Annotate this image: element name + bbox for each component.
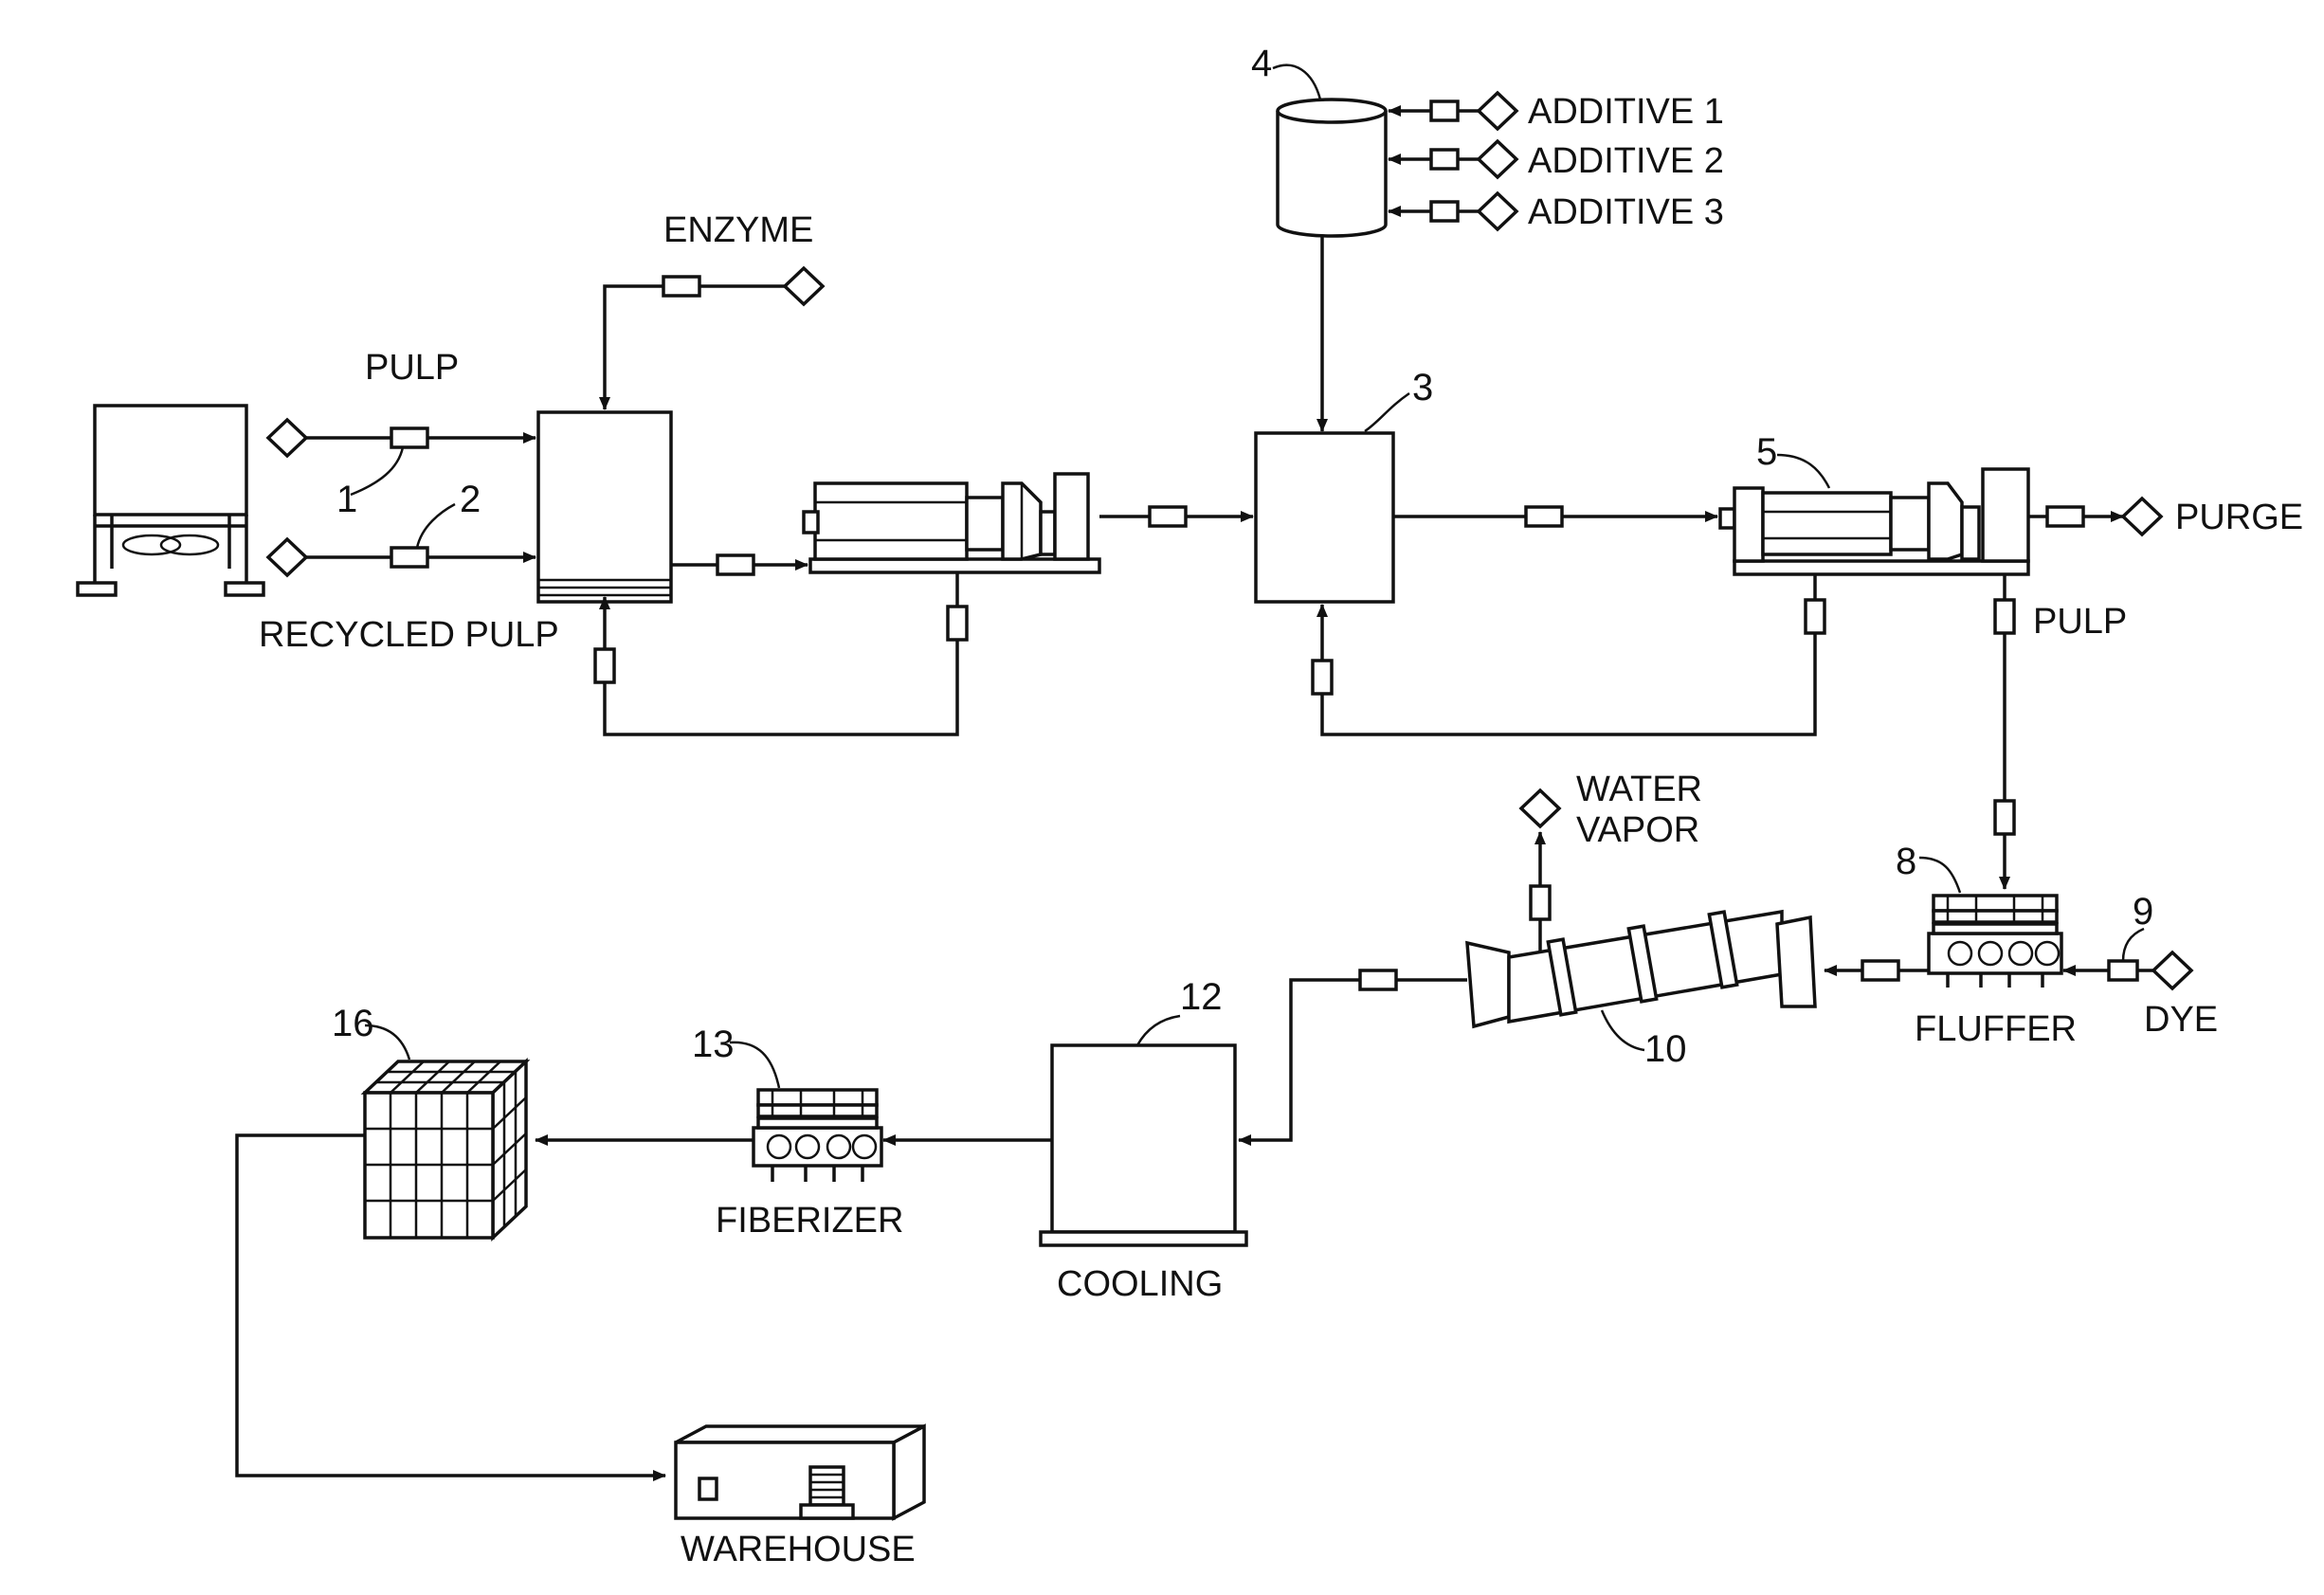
ref-number-1: 1 [336,479,357,520]
cooling-unit-12 [1041,1045,1246,1245]
warehouse-building [676,1426,924,1518]
cooling-label: COOLING [1057,1264,1223,1304]
additive-3-feed [1389,193,1516,229]
enzyme-source-diamond [785,268,823,304]
additive-tank-4 [1278,100,1386,236]
reaction-tank-3 [1256,433,1393,602]
water-vapor-vent [1521,790,1559,952]
dye-label: DYE [2144,1000,2218,1040]
press5-to-fluffer-line [1995,574,2014,889]
ref-number-2: 2 [460,479,481,520]
ref-number-10: 10 [1644,1028,1687,1070]
additive-2-feed [1389,141,1516,177]
additive-3-label: ADDITIVE 3 [1528,192,1724,232]
fiberizer-machine-13 [753,1090,881,1182]
pulp-feed-line [268,420,536,495]
valve-2 [391,548,427,567]
purge-line [2028,498,2161,535]
press1-to-tank3-line [1099,507,1253,526]
fluffer-machine-8 [1929,896,2061,988]
ref-number-8: 8 [1896,841,1916,882]
dye-feed-line [2063,952,2191,988]
additive-1-label: ADDITIVE 1 [1528,92,1724,132]
ref-number-5: 5 [1756,431,1777,473]
fiberizer-label: FIBERIZER [716,1201,903,1241]
ref-number-3: 3 [1412,367,1433,408]
purge-label: PURGE [2175,498,2303,537]
ref-number-4: 4 [1251,43,1272,84]
ref-number-16: 16 [332,1003,374,1044]
additive-1-feed [1389,93,1516,129]
dryer-to-cooling-line [1239,970,1467,1140]
tank-to-press1-line [671,555,808,574]
screw-press-5 [1720,469,2028,574]
valve-1 [391,428,427,447]
recycled-pulp-feed-line [268,504,536,575]
vapor-label: VAPOR [1576,810,1699,850]
enzyme-valve [663,277,699,296]
ref-number-9: 9 [2133,891,2153,933]
bale-stack-16 [365,1061,526,1238]
ref-number-13: 13 [692,1024,735,1065]
screw-press-1 [804,474,1099,572]
warehouse-label: WAREHOUSE [681,1530,916,1569]
enzyme-label: ENZYME [663,210,813,250]
enzyme-feed-line [605,268,823,409]
fluffer-to-dryer-line [1825,961,1929,980]
tank3-to-press5-line [1393,507,1717,526]
fluffer-label: FLUFFER [1915,1009,2077,1049]
pulp-output-label: PULP [2033,602,2127,642]
mixing-tank [538,412,671,602]
water-label: WATER [1576,770,1702,809]
rotary-dryer-10 [1467,912,1815,1026]
bale-breaker-machine [78,406,263,595]
recycled-pulp-source-diamond [268,539,306,575]
pulp-source-diamond [268,420,306,456]
pulp-label: PULP [365,348,459,388]
additive-2-label: ADDITIVE 2 [1528,141,1724,181]
recycled-pulp-label: RECYCLED PULP [259,615,559,655]
ref-number-12: 12 [1180,976,1223,1018]
